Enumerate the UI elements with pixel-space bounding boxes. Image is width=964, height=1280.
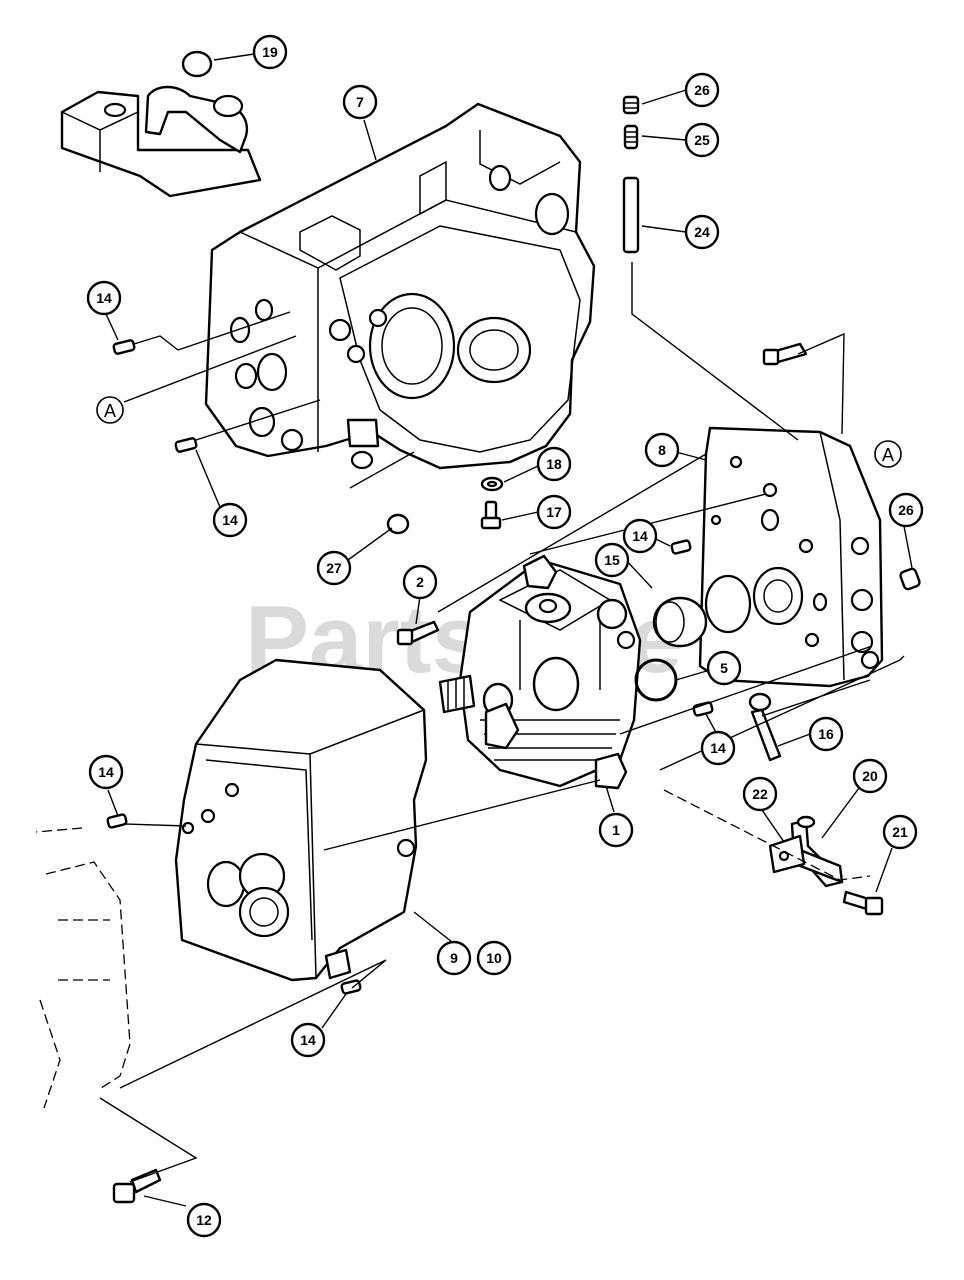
reference-a-left[interactable]: A — [96, 396, 124, 424]
bolt-plate-top[interactable] — [762, 342, 808, 366]
dowel-pin-14f — [340, 979, 362, 995]
part-1-pump-assembly[interactable] — [438, 554, 642, 790]
callout-2[interactable]: 2 — [402, 564, 438, 600]
svg-text:2: 2 — [416, 574, 424, 590]
part-8-plate-cover[interactable] — [698, 426, 884, 688]
callout-14-d[interactable]: 14 — [700, 730, 736, 766]
dowel-pin-14d — [692, 701, 714, 717]
callout-8[interactable]: 8 — [644, 432, 680, 468]
callout-22[interactable]: 22 — [742, 776, 778, 812]
part-18-washer[interactable] — [480, 476, 504, 492]
svg-text:14: 14 — [300, 1032, 316, 1048]
svg-text:18: 18 — [546, 456, 562, 472]
part-9-10-front-housing[interactable] — [174, 658, 428, 982]
svg-text:14: 14 — [222, 512, 238, 528]
dowel-pin-14b — [174, 437, 198, 453]
part-22-bracket[interactable] — [768, 834, 806, 874]
svg-text:16: 16 — [818, 726, 834, 742]
svg-text:10: 10 — [486, 950, 502, 966]
callout-14-b[interactable]: 14 — [212, 502, 248, 538]
svg-text:14: 14 — [98, 764, 114, 780]
svg-text:24: 24 — [694, 224, 710, 240]
reference-a-right[interactable]: A — [874, 440, 902, 468]
callout-20[interactable]: 20 — [852, 758, 888, 794]
alignment-lines — [35, 262, 905, 1183]
callout-14-f[interactable]: 14 — [290, 1022, 326, 1058]
svg-text:26: 26 — [694, 82, 710, 98]
svg-text:21: 21 — [892, 824, 908, 840]
part-15-cap[interactable] — [652, 596, 708, 648]
part-7-transmission-case[interactable] — [204, 102, 596, 470]
svg-text:25: 25 — [694, 132, 710, 148]
svg-text:14: 14 — [710, 740, 726, 756]
callout-24[interactable]: 24 — [684, 214, 720, 250]
svg-text:19: 19 — [262, 44, 278, 60]
dowel-pin-14c — [670, 539, 692, 555]
part-21-bolt[interactable] — [842, 890, 884, 916]
part-25-spring[interactable] — [623, 124, 639, 150]
part-16-spring-pin[interactable] — [748, 692, 782, 762]
svg-text:9: 9 — [450, 950, 458, 966]
part-2-bolt[interactable] — [396, 620, 440, 646]
svg-text:A: A — [104, 401, 116, 421]
part-26-plug-top[interactable] — [622, 95, 640, 115]
callout-9[interactable]: 9 — [436, 940, 472, 976]
callout-14-c[interactable]: 14 — [622, 518, 658, 554]
callout-5[interactable]: 5 — [706, 650, 742, 686]
dowel-pins — [106, 339, 714, 995]
callout-16[interactable]: 16 — [808, 716, 844, 752]
callout-26-side[interactable]: 26 — [888, 492, 924, 528]
part-12-bolt[interactable] — [112, 1168, 162, 1204]
svg-text:A: A — [882, 445, 894, 465]
callout-14-e[interactable]: 14 — [88, 754, 124, 790]
part-24-pin[interactable] — [622, 176, 640, 254]
callout-17[interactable]: 17 — [536, 494, 572, 530]
callout-27[interactable]: 27 — [316, 550, 352, 586]
part-19-bracket-tube[interactable] — [60, 50, 262, 198]
callout-21[interactable]: 21 — [882, 814, 918, 850]
svg-text:17: 17 — [546, 504, 562, 520]
svg-text:14: 14 — [96, 290, 112, 306]
svg-text:14: 14 — [632, 528, 648, 544]
callout-10[interactable]: 10 — [476, 940, 512, 976]
part-26-plug-side[interactable] — [899, 567, 921, 591]
callout-19[interactable]: 19 — [252, 34, 288, 70]
part-27-plug[interactable] — [386, 513, 410, 535]
callout-25[interactable]: 25 — [684, 122, 720, 158]
svg-text:20: 20 — [862, 768, 878, 784]
callout-7[interactable]: 7 — [342, 84, 378, 120]
callout-14-a[interactable]: 14 — [86, 280, 122, 316]
dowel-pin-14a — [112, 339, 136, 355]
svg-text:12: 12 — [196, 1212, 212, 1228]
callout-15[interactable]: 15 — [594, 542, 630, 578]
dowel-pin-14e — [106, 813, 128, 829]
part-17-bolt[interactable] — [480, 500, 502, 530]
rear-housing-outline — [39, 861, 131, 1109]
svg-text:15: 15 — [604, 552, 620, 568]
svg-text:27: 27 — [326, 560, 342, 576]
svg-text:8: 8 — [658, 442, 666, 458]
svg-text:22: 22 — [752, 786, 768, 802]
callout-12[interactable]: 12 — [186, 1202, 222, 1238]
svg-text:7: 7 — [356, 94, 364, 110]
svg-text:1: 1 — [612, 822, 620, 838]
callout-18[interactable]: 18 — [536, 446, 572, 482]
svg-text:26: 26 — [898, 502, 914, 518]
callout-leaders — [105, 53, 913, 1207]
svg-text:5: 5 — [720, 660, 728, 676]
callout-1[interactable]: 1 — [598, 812, 634, 848]
callout-26-top[interactable]: 26 — [684, 72, 720, 108]
